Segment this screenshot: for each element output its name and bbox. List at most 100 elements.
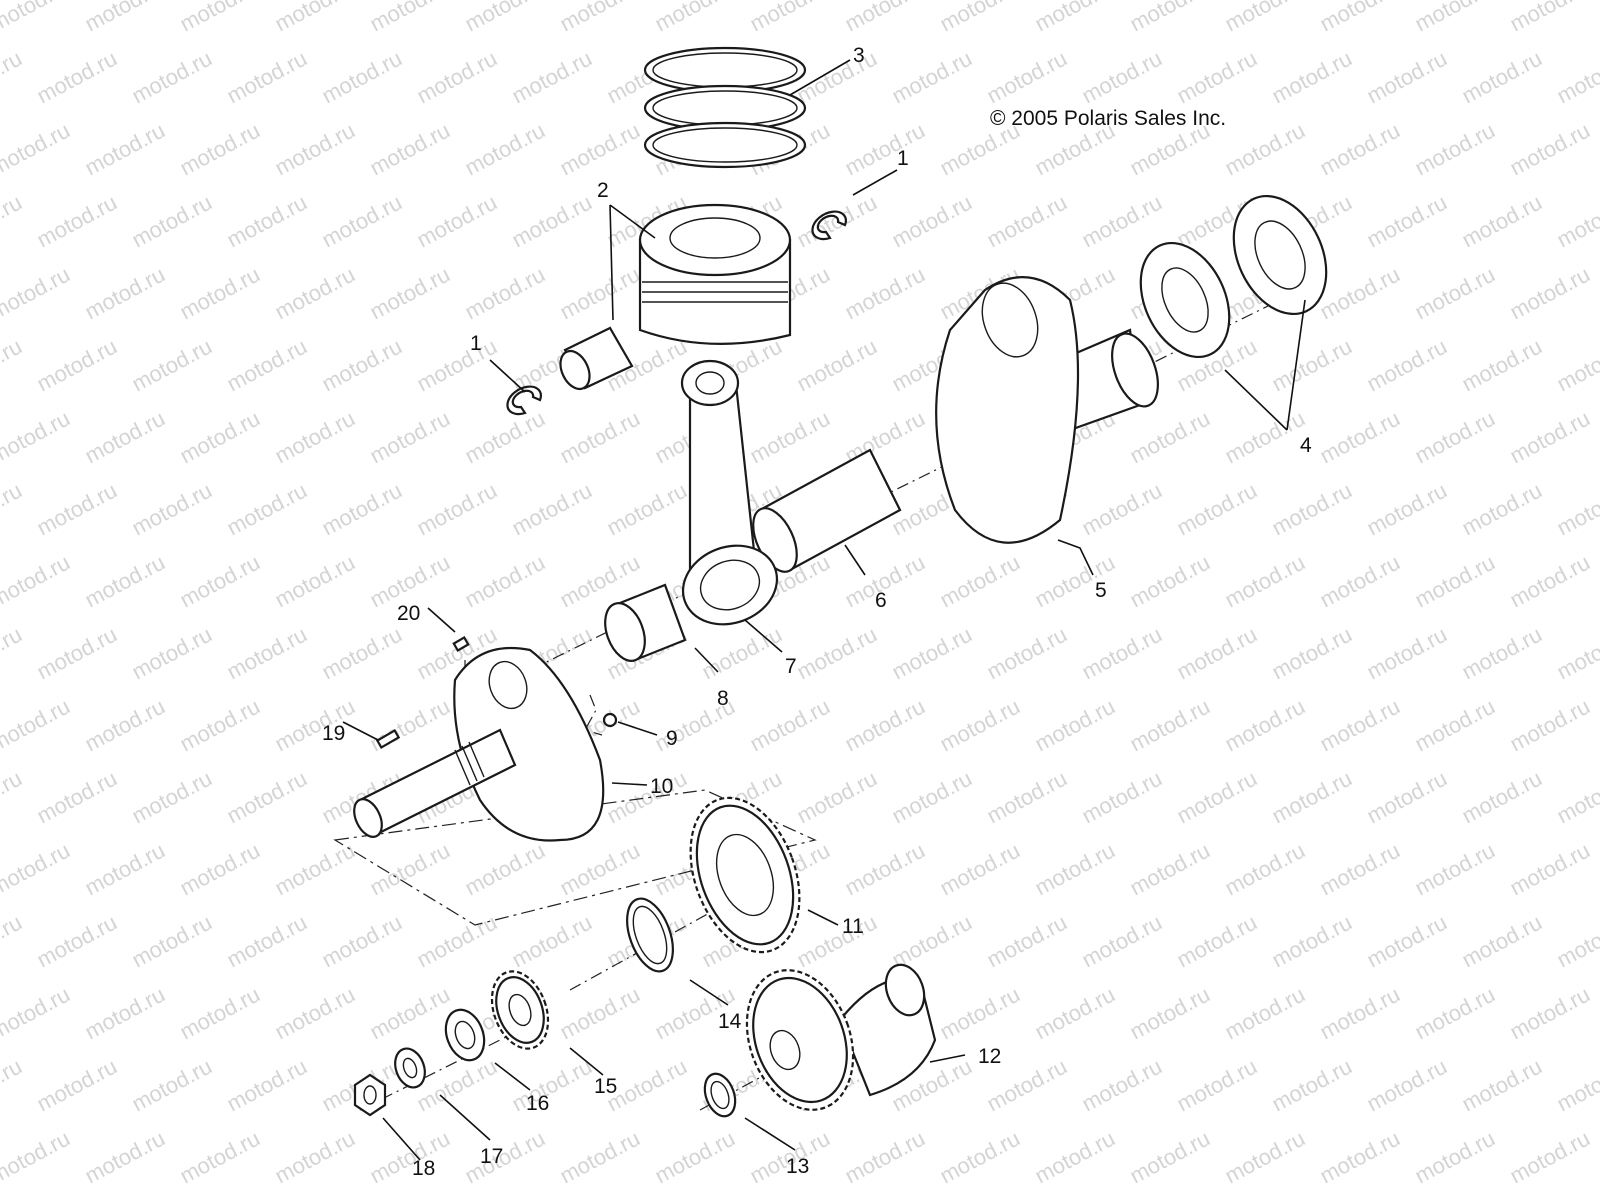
- callout-3: 3: [853, 44, 865, 67]
- watermark-text: motod.ru: [1031, 982, 1119, 1045]
- watermark-text: motod.ru: [1221, 982, 1309, 1045]
- watermark-text: motod.ru: [128, 478, 216, 541]
- watermark-text: motod.ru: [1411, 982, 1499, 1045]
- watermark-text: motod.ru: [0, 838, 74, 901]
- key-20: [452, 636, 470, 652]
- watermark-text: motod.ru: [128, 1054, 216, 1117]
- watermark-text: motod.ru: [936, 982, 1024, 1045]
- watermark-text: motod.ru: [1458, 46, 1546, 109]
- callout-20: 20: [397, 602, 420, 625]
- watermark-text: motod.ru: [793, 334, 881, 397]
- watermark-text: motod.ru: [888, 622, 976, 685]
- watermark-text: motod.ru: [1363, 46, 1451, 109]
- watermark-text: motod.ru: [0, 46, 26, 109]
- watermark-text: motod.ru: [1553, 334, 1600, 397]
- watermark-text: motod.ru: [33, 334, 121, 397]
- watermark-text: motod.ru: [1506, 1126, 1594, 1189]
- watermark-text: motod.ru: [1411, 1126, 1499, 1189]
- watermark-text: motod.ru: [888, 910, 976, 973]
- callout-7: 7: [785, 655, 797, 678]
- watermark-text: motod.ru: [461, 1126, 549, 1189]
- watermark-text: motod.ru: [0, 406, 74, 469]
- watermark-text: motod.ru: [508, 46, 596, 109]
- watermark-text: motod.ru: [1506, 694, 1594, 757]
- watermark-text: motod.ru: [508, 1054, 596, 1117]
- watermark-text: motod.ru: [1363, 190, 1451, 253]
- watermark-text: motod.ru: [841, 1126, 929, 1189]
- watermark-text: motod.ru: [33, 622, 121, 685]
- watermark-text: motod.ru: [1553, 190, 1600, 253]
- watermark-text: motod.ru: [793, 766, 881, 829]
- watermark-text: motod.ru: [0, 118, 74, 181]
- watermark-text: motod.ru: [128, 334, 216, 397]
- watermark-text: motod.ru: [888, 766, 976, 829]
- watermark-text: motod.ru: [81, 694, 169, 757]
- watermark-text: motod.ru: [1411, 262, 1499, 325]
- watermark-text: motod.ru: [0, 262, 74, 325]
- watermark-text: motod.ru: [366, 262, 454, 325]
- watermark-text: motod.ru: [0, 982, 74, 1045]
- timing-sprocket: [490, 970, 550, 1050]
- watermark-text: motod.ru: [0, 190, 26, 253]
- watermark-text: motod.ru: [176, 118, 264, 181]
- watermark-text: motod.ru: [1078, 910, 1166, 973]
- watermark-text: motod.ru: [1268, 46, 1356, 109]
- watermark-text: motod.ru: [81, 406, 169, 469]
- watermark-text: motod.ru: [698, 622, 786, 685]
- watermark-text: motod.ru: [1268, 766, 1356, 829]
- key-19: [375, 729, 401, 749]
- watermark-text: motod.ru: [1031, 694, 1119, 757]
- watermark-text: motod.ru: [556, 262, 644, 325]
- watermark-text: motod.ru: [793, 46, 881, 109]
- watermark-text: motod.ru: [128, 622, 216, 685]
- callout-4: 4: [1300, 434, 1312, 457]
- watermark-text: motod.ru: [33, 910, 121, 973]
- watermark-text: motod.ru: [413, 334, 501, 397]
- watermark-text: motod.ru: [1173, 622, 1261, 685]
- watermark-text: motod.ru: [461, 550, 549, 613]
- watermark-text: motod.ru: [1458, 478, 1546, 541]
- watermark-text: motod.ru: [1316, 694, 1404, 757]
- watermark-text: motod.ru: [746, 406, 834, 469]
- watermark-text: motod.ru: [556, 406, 644, 469]
- watermark-text: motod.ru: [983, 190, 1071, 253]
- watermark-text: motod.ru: [33, 478, 121, 541]
- watermark-text: motod.ru: [223, 766, 311, 829]
- circlip-right: [811, 210, 847, 241]
- watermark-text: motod.ru: [223, 910, 311, 973]
- watermark-text: motod.ru: [1553, 910, 1600, 973]
- callout-6: 6: [875, 589, 887, 612]
- watermark-text: motod.ru: [176, 262, 264, 325]
- watermark-text: motod.ru: [1268, 334, 1356, 397]
- watermark-text: motod.ru: [0, 0, 74, 36]
- watermark-text: motod.ru: [651, 0, 739, 36]
- watermark-text: motod.ru: [271, 982, 359, 1045]
- watermark-text: motod.ru: [81, 0, 169, 36]
- watermark-text: motod.ru: [0, 1198, 26, 1200]
- watermark-text: motod.ru: [0, 622, 26, 685]
- watermark-text: motod.ru: [176, 694, 264, 757]
- thrust-washer: [626, 897, 674, 973]
- watermark-text: motod.ru: [1316, 118, 1404, 181]
- watermark-text: motod.ru: [271, 0, 359, 36]
- watermark-text: motod.ru: [1173, 1054, 1261, 1117]
- watermark-text: motod.ru: [413, 190, 501, 253]
- watermark-text: motod.ru: [936, 1126, 1024, 1189]
- watermark-text: motod.ru: [0, 766, 26, 829]
- watermark-text: motod.ru: [1506, 262, 1594, 325]
- watermark-text: motod.ru: [1458, 334, 1546, 397]
- watermark-text: motod.ru: [508, 190, 596, 253]
- callout-16: 16: [526, 1092, 549, 1115]
- washer-13: [703, 1072, 737, 1118]
- callout-2: 2: [597, 179, 609, 202]
- watermark-text: motod.ru: [746, 694, 834, 757]
- watermark-text: motod.ru: [1078, 766, 1166, 829]
- watermark-text: motod.ru: [603, 478, 691, 541]
- watermark-text: motod.ru: [1268, 1054, 1356, 1117]
- watermark-text: motod.ru: [983, 622, 1071, 685]
- watermark-text: motod.ru: [1316, 838, 1404, 901]
- watermark-text: motod.ru: [1268, 910, 1356, 973]
- watermark-text: motod.ru: [366, 838, 454, 901]
- watermark-text: motod.ru: [793, 622, 881, 685]
